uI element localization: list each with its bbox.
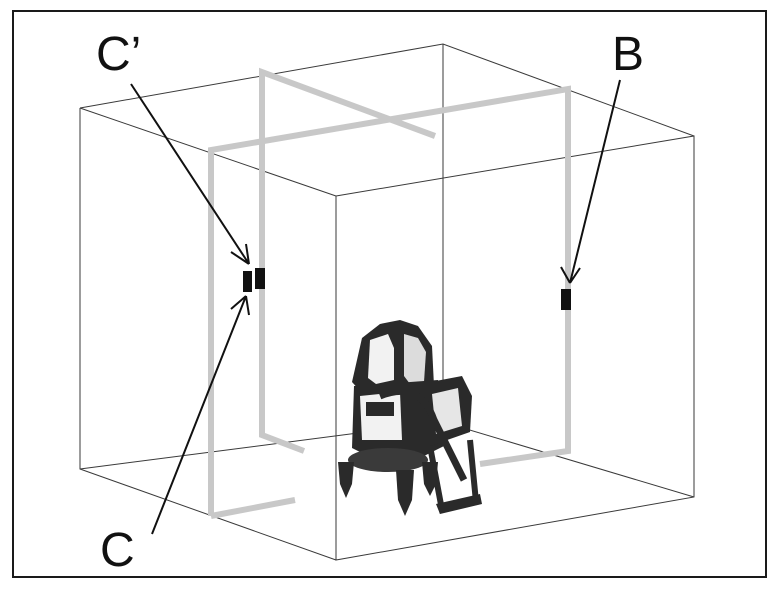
box-back-face	[79, 43, 695, 422]
device-head-window	[368, 334, 394, 384]
device-head-window-right	[404, 334, 426, 384]
target-markers	[243, 268, 571, 310]
device-battery-face	[432, 388, 462, 434]
marker-b	[561, 289, 571, 310]
device-base	[348, 448, 428, 472]
laser-line-floor-left	[210, 497, 296, 519]
label-c-prime: C’	[96, 28, 141, 81]
device-label-plate	[366, 402, 394, 416]
laser-line-left-wall	[208, 85, 571, 516]
arrow-c	[151, 295, 250, 535]
laser-level-icon	[338, 320, 482, 516]
figure-frame	[12, 10, 767, 578]
arrow-c-prime	[130, 83, 250, 265]
device-handle	[378, 388, 468, 482]
arrows	[130, 79, 621, 535]
device-leg-left	[338, 462, 354, 498]
label-b: B	[612, 28, 644, 81]
label-c: C	[100, 524, 135, 577]
arrow-b	[560, 79, 621, 284]
laser-lines	[208, 67, 571, 519]
marker-c	[243, 271, 252, 292]
device-leg-center	[396, 470, 414, 516]
laser-line-back-wall	[259, 67, 437, 454]
device-bracket-foot	[436, 494, 482, 514]
marker-c-prime	[255, 268, 265, 289]
